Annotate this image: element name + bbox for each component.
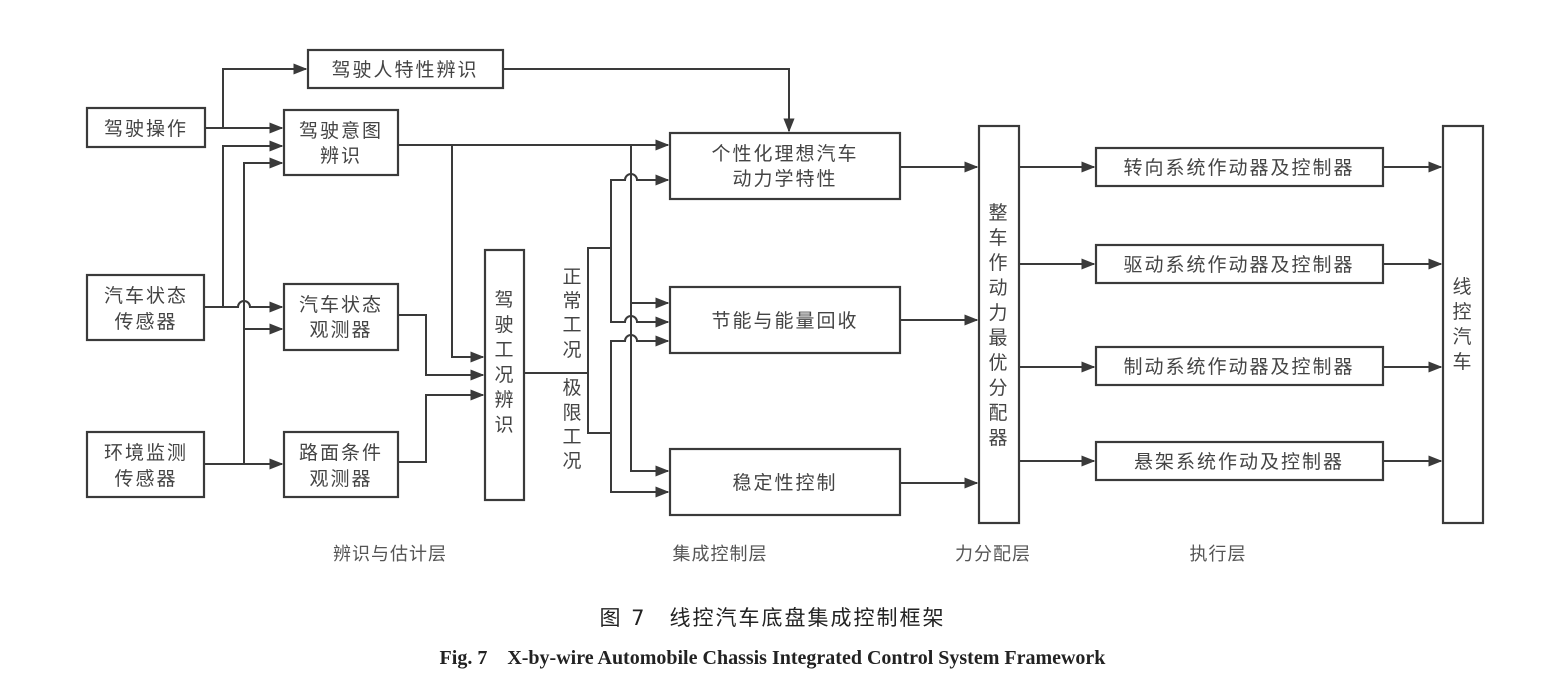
- node-label: 路面条件: [299, 442, 383, 464]
- node-label: 驱动系统作动器及控制器: [1123, 254, 1354, 276]
- node-label: 况: [494, 364, 515, 386]
- edge-normal-to-ideal: [610, 173, 670, 248]
- node-label: 观测器: [309, 319, 372, 341]
- node-energy-recovery: 节能与能量回收: [668, 285, 902, 355]
- node-label: 环境监测: [104, 442, 188, 464]
- node-steering-actuator: 转向系统作动器及控制器: [1094, 146, 1385, 188]
- node-label: 车: [1452, 351, 1473, 373]
- node-label: 识: [494, 414, 515, 436]
- node-label: 辨识: [320, 145, 362, 167]
- node-drive-actuator: 驱动系统作动器及控制器: [1094, 243, 1385, 285]
- layer-label-force-allocation: 力分配层: [955, 544, 1031, 565]
- edge-characteristic-to-ideal: [503, 68, 795, 133]
- split-bracket: [587, 247, 611, 434]
- node-label: 驶: [494, 314, 515, 336]
- edge-intent-to-condition: [451, 145, 485, 363]
- node-label: 辨: [494, 389, 515, 411]
- node-label: 工: [494, 339, 515, 361]
- node-label: 器: [988, 427, 1009, 449]
- edge-intent-to-energy: [630, 145, 670, 309]
- label-normal-condition: 正 常 工 况: [562, 266, 583, 361]
- node-driver-intent: 驾驶意图 辨识: [282, 108, 400, 177]
- node-vehicle-state-sensor: 汽车状态 传感器: [85, 273, 206, 342]
- node-x-by-wire-vehicle: 线 控 汽 车: [1441, 124, 1485, 525]
- layer-label-integrated-control: 集成控制层: [673, 544, 768, 565]
- branch-label: 常: [562, 290, 583, 312]
- edge-envsensor-to-intent: [243, 157, 284, 464]
- branch-label: 限: [562, 402, 583, 424]
- node-label: 转向系统作动器及控制器: [1123, 157, 1354, 179]
- node-label: 线: [1452, 276, 1473, 298]
- node-label: 汽车状态: [299, 294, 383, 316]
- node-label: 作: [988, 252, 1009, 274]
- edge-extreme-to-energy: [610, 334, 670, 433]
- node-label: 优: [988, 352, 1009, 374]
- node-label: 力: [988, 302, 1009, 324]
- node-stability-control: 稳定性控制: [668, 447, 902, 517]
- node-label: 配: [988, 402, 1009, 424]
- node-label: 车: [988, 227, 1009, 249]
- branch-label: 正: [562, 266, 583, 288]
- node-label: 传感器: [114, 468, 177, 490]
- edge-statesensor-to-intent: [222, 140, 284, 307]
- node-label: 稳定性控制: [732, 472, 837, 494]
- node-driving-condition: 驾 驶 工 况 辨 识: [483, 248, 526, 502]
- node-vehicle-state-observer: 汽车状态 观测器: [282, 282, 400, 352]
- framework-diagram: 驾驶操作 汽车状态 传感器 环境监测 传感器 驾驶人特性辨识 驾驶意图 辨识 汽…: [85, 48, 1485, 565]
- figure-caption-en: Fig. 7 X-by-wire Automobile Chassis Inte…: [439, 647, 1106, 669]
- node-label: 动: [988, 277, 1009, 299]
- node-driver-operation: 驾驶操作: [85, 106, 207, 149]
- node-label: 最: [988, 327, 1009, 349]
- edge-statesensor-to-observer: [204, 300, 284, 313]
- branch-label: 工: [562, 426, 583, 448]
- edge-intent-to-stability: [630, 303, 670, 477]
- layer-label-execution: 执行层: [1190, 544, 1247, 565]
- label-extreme-condition: 极 限 工 况: [562, 377, 583, 472]
- node-label: 整: [988, 202, 1009, 224]
- node-label: 传感器: [114, 311, 177, 333]
- node-label: 动力学特性: [732, 168, 837, 190]
- node-driver-characteristic: 驾驶人特性辨识: [306, 48, 505, 90]
- node-ideal-dynamics: 个性化理想汽车 动力学特性: [668, 131, 902, 201]
- node-force-allocator: 整 车 作 动 力 最 优 分 配 器: [977, 124, 1021, 525]
- node-label: 控: [1452, 301, 1473, 323]
- node-label: 汽: [1452, 326, 1473, 348]
- branch-label: 极: [562, 377, 583, 399]
- branch-label: 况: [562, 450, 583, 472]
- node-environment-sensor: 环境监测 传感器: [85, 430, 206, 499]
- node-label: 驾驶操作: [104, 118, 188, 140]
- node-label: 分: [988, 377, 1009, 399]
- node-label: 节能与能量回收: [711, 310, 858, 332]
- branch-label: 工: [562, 314, 583, 336]
- node-suspension-actuator: 悬架系统作动及控制器: [1094, 440, 1385, 482]
- node-label: 驾驶人特性辨识: [331, 59, 478, 81]
- node-label: 观测器: [309, 468, 372, 490]
- edge-observer-to-condition: [398, 314, 485, 381]
- figure-caption-cn: 图 7 线控汽车底盘集成控制框架: [599, 606, 946, 630]
- node-brake-actuator: 制动系统作动器及控制器: [1094, 345, 1385, 387]
- layer-labels: 辨识与估计层 集成控制层 力分配层 执行层: [333, 544, 1247, 565]
- connectors: [204, 63, 1443, 498]
- node-label: 个性化理想汽车: [711, 143, 858, 165]
- edge-road-to-condition: [398, 389, 485, 463]
- layer-label-identification: 辨识与估计层: [333, 544, 447, 565]
- node-label: 驾: [494, 289, 515, 311]
- node-label: 驾驶意图: [299, 120, 383, 142]
- edge-normal-to-energy: [610, 248, 670, 328]
- node-label: 悬架系统作动及控制器: [1134, 451, 1344, 473]
- branch-label: 况: [562, 339, 583, 361]
- node-label: 制动系统作动器及控制器: [1123, 356, 1354, 378]
- node-label: 汽车状态: [104, 285, 188, 307]
- node-road-condition-observer: 路面条件 观测器: [282, 430, 400, 499]
- edge-extreme-to-stability: [610, 433, 670, 498]
